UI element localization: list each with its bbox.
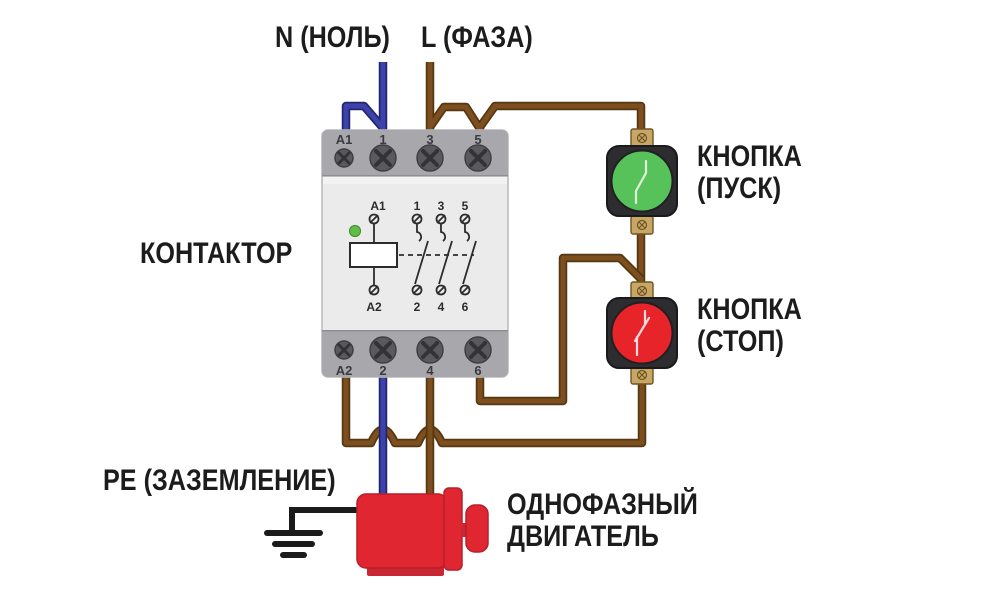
motor-label: ОДНОФАЗНЫЙ ДВИГАТЕЛЬ: [507, 489, 698, 553]
contactor-bottom-terminal-labels: A2 2 4 6: [336, 363, 482, 378]
schematic-label: 4: [438, 300, 445, 314]
terminal-label: 4: [426, 363, 434, 378]
contactor-top-screws: [334, 144, 492, 172]
start-button-label-line2: (ПУСК): [697, 172, 782, 205]
motor-shaft: [461, 523, 468, 537]
neutral-wire: [341, 62, 388, 134]
phase-wire: [425, 62, 646, 134]
motor-label-line1: ОДНОФАЗНЫЙ: [507, 488, 698, 521]
schematic-label: 2: [414, 300, 421, 314]
stop-button-label-line1: КНОПКА: [697, 293, 802, 326]
motor-device: [356, 487, 489, 576]
terminal-label: 6: [474, 363, 481, 378]
terminal-label: A1: [336, 132, 353, 147]
nc-contact-icon: [633, 309, 651, 357]
neutral-label: N (НОЛЬ): [275, 21, 390, 54]
schematic-label-a1: A1: [370, 199, 386, 213]
stop-button-cap: [610, 301, 674, 365]
terminal-label: A2: [336, 363, 353, 378]
motor-feed-wires: [378, 377, 435, 502]
motor-end-plate: [443, 487, 463, 571]
coil-symbol: [349, 242, 398, 268]
start-button-label-line1: КНОПКА: [697, 140, 802, 173]
motor-body: [356, 493, 448, 569]
schematic-label: 6: [462, 300, 469, 314]
power-led: [348, 224, 362, 238]
motor-pulley: [465, 504, 489, 553]
schematic-label-a2: A2: [366, 300, 382, 314]
contactor-device: A1 1 3 5: [321, 129, 509, 378]
phase-label: L (ФАЗА): [421, 21, 533, 54]
terminal-label: 3: [426, 132, 433, 147]
ground-symbol: [264, 507, 365, 558]
start-button-device: [606, 128, 678, 235]
contactor-bottom-strip: [322, 330, 508, 377]
contactor-label: КОНТАКТОР: [140, 237, 293, 270]
stop-button-device: [606, 281, 678, 385]
terminal-label: 1: [379, 132, 386, 147]
terminal-label: 5: [474, 132, 481, 147]
no-contact-icon: [634, 159, 648, 205]
schematic-label: 5: [462, 199, 469, 213]
motor-label-line2: ДВИГАТЕЛЬ: [507, 520, 659, 553]
stop-return-wire: [341, 374, 647, 448]
start-button-label: КНОПКА (ПУСК): [697, 141, 802, 205]
holding-contact-wire: [475, 253, 645, 406]
contactor-top-terminal-labels: A1 1 3 5: [336, 132, 482, 147]
ground-label: PE (ЗАЗЕМЛЕНИЕ): [103, 464, 336, 497]
schematic-label: 3: [438, 199, 445, 213]
terminal-label: 2: [379, 363, 386, 378]
contactor-top-strip: [322, 130, 508, 184]
contactor-schematic: A1 A2 1 2 3: [348, 199, 477, 314]
contactor-bottom-screws: [334, 336, 492, 364]
stop-button-label: КНОПКА (СТОП): [697, 294, 802, 358]
stop-button-label-line2: (СТОП): [697, 325, 784, 358]
schematic-label: 1: [414, 199, 421, 213]
